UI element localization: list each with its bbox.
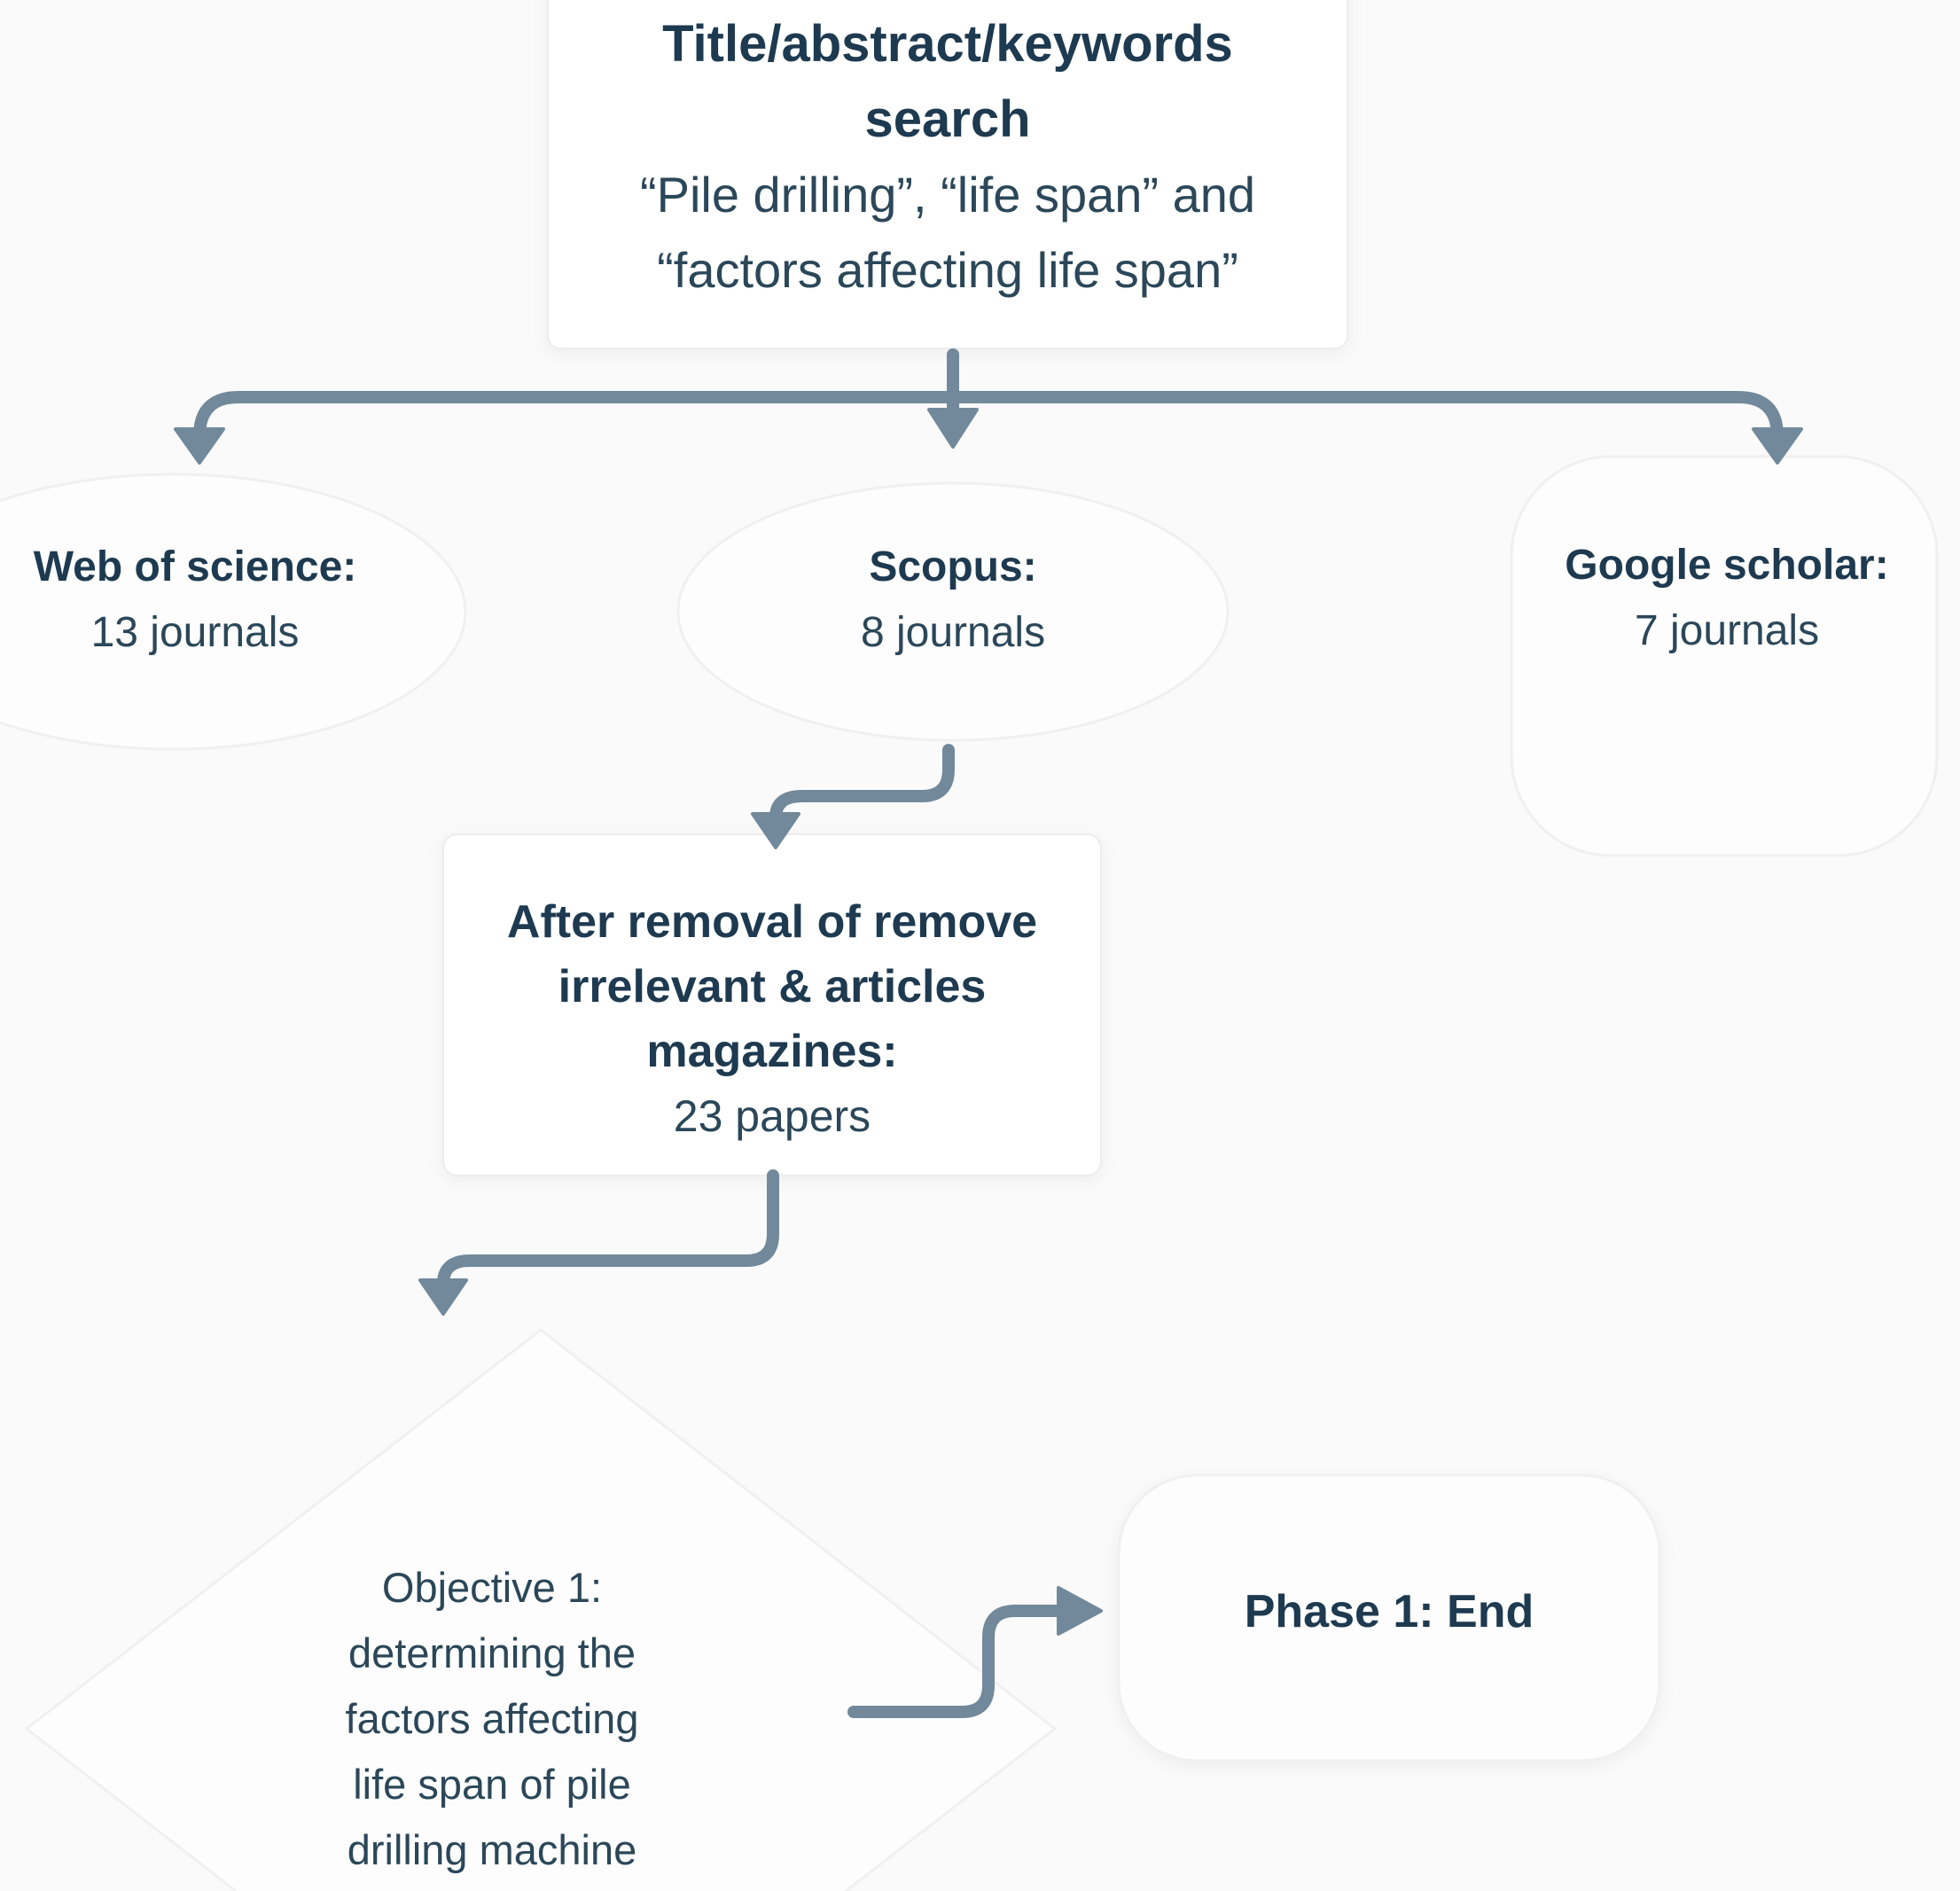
filter-box-line3: magazines: xyxy=(646,1026,898,1077)
source-name: Google scholar: xyxy=(1565,542,1889,589)
phase-end-node: Phase 1: End xyxy=(1119,1589,1659,1635)
objective-line2: determining the xyxy=(348,1629,636,1676)
objective-node: Objective 1: determining the factors aff… xyxy=(226,1555,758,1883)
objective-to-phase-arrow xyxy=(847,1586,1103,1718)
arrowhead-right-down xyxy=(1752,427,1803,465)
source-count: 7 journals xyxy=(1634,607,1820,654)
source-google-scholar: Google scholar: 7 journals xyxy=(1532,533,1922,664)
search-box-keywords-line1: “Pile drilling”, “life span” and xyxy=(639,167,1256,223)
arrowhead-left-down xyxy=(174,427,225,465)
distribution-arrow xyxy=(174,348,1803,465)
filter-to-objective-arrow xyxy=(418,1169,779,1316)
search-box-shape xyxy=(547,0,1348,349)
search-box: Title/abstract/keywords search “Pile dri… xyxy=(548,6,1347,308)
objective-line5: drilling machine xyxy=(347,1826,637,1873)
phase-end-label: Phase 1: End xyxy=(1244,1586,1534,1637)
filter-box-line1: After removal of remove xyxy=(506,896,1038,948)
source-name: Web of science: xyxy=(33,543,357,590)
arrowhead-filter-down xyxy=(751,812,800,849)
objective-line3: factors affecting xyxy=(345,1695,639,1742)
arrowhead-center-down xyxy=(927,408,979,449)
source-name: Scopus: xyxy=(869,543,1037,590)
search-box-title-line2: search xyxy=(864,90,1031,148)
arrowhead-objective-down xyxy=(418,1278,468,1316)
search-box-keywords-line2: “factors affecting life span” xyxy=(657,242,1238,298)
google-scholar-shape xyxy=(1510,455,1939,857)
objective-line1: Objective 1: xyxy=(381,1564,603,1611)
source-web-of-science: Web of science: 13 journals xyxy=(0,535,390,666)
filter-box: After removal of remove irrelevant & art… xyxy=(443,890,1101,1149)
phase-end-box-shape xyxy=(1117,1473,1661,1762)
source-count: 13 journals xyxy=(90,609,300,656)
scopus-to-filter-arrow xyxy=(751,744,955,849)
filter-box-line2: irrelevant & articles xyxy=(558,961,987,1012)
search-box-title-line1: Title/abstract/keywords xyxy=(662,15,1233,73)
objective-diamond-shape xyxy=(25,1328,1057,1891)
source-scopus: Scopus: 8 journals xyxy=(758,535,1148,666)
filter-box-result: 23 papers xyxy=(673,1091,871,1141)
web-of-science-ellipse xyxy=(0,473,467,751)
scopus-ellipse xyxy=(676,481,1230,742)
source-count: 8 journals xyxy=(860,609,1046,656)
arrowhead-phase-right xyxy=(1057,1586,1103,1636)
objective-line4: life span of pile xyxy=(353,1761,631,1808)
